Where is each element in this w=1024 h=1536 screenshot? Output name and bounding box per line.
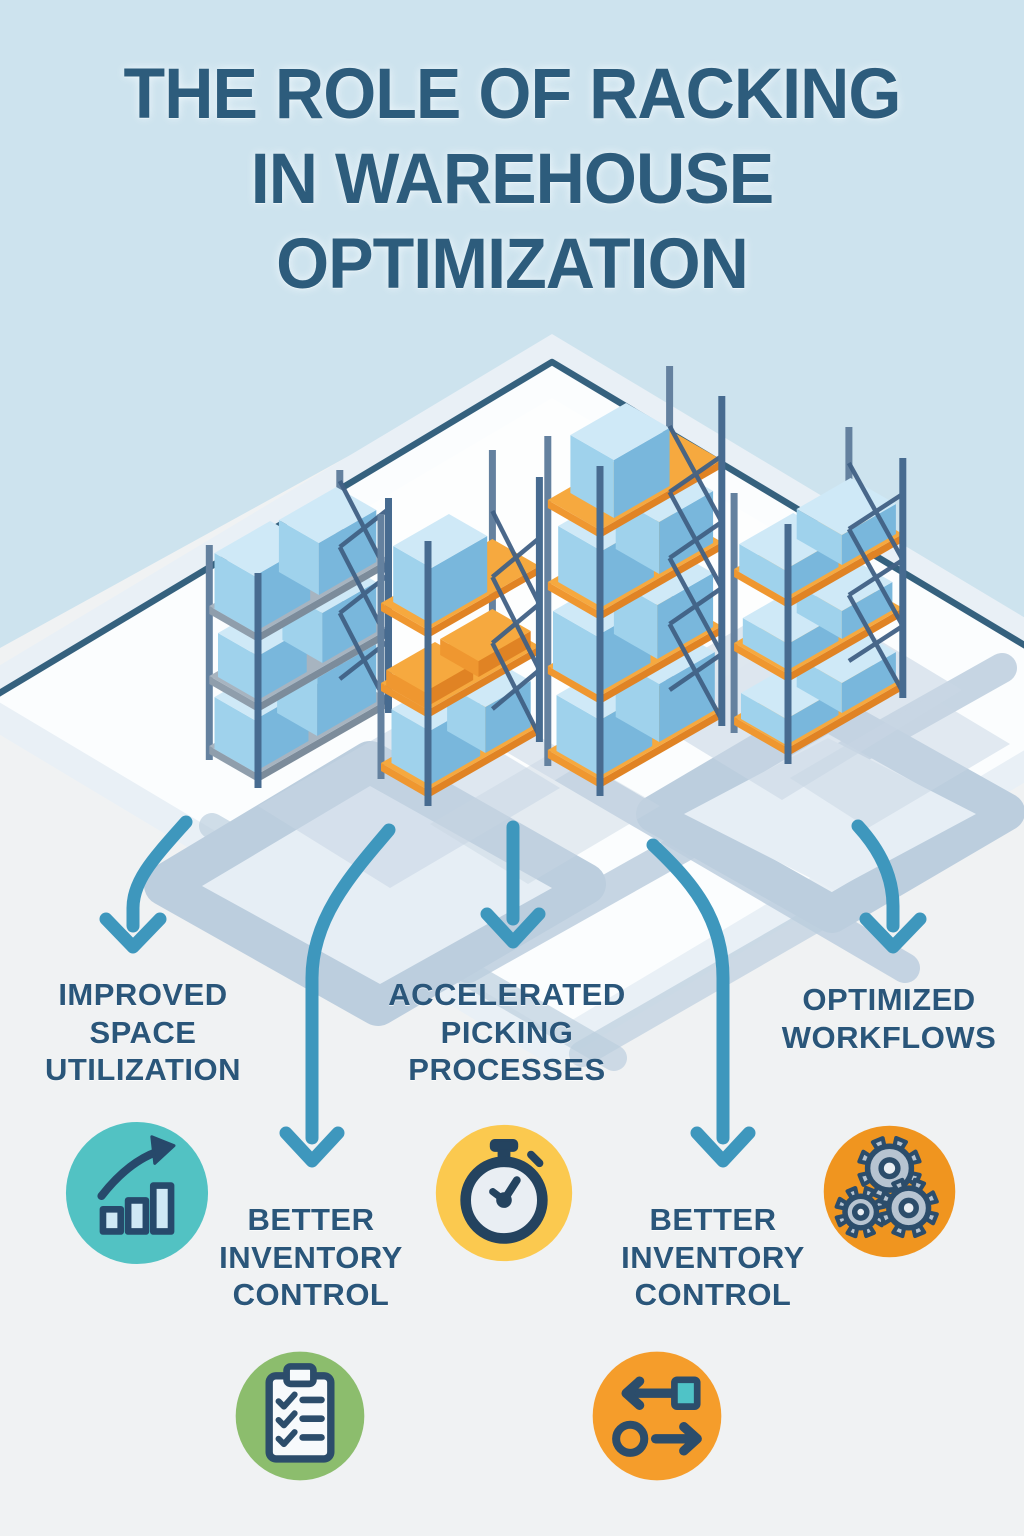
sky-background: [0, 0, 1024, 655]
floor-outline: [0, 358, 1024, 697]
arrow-optimized-workflows: [851, 819, 927, 954]
title-line-2: IN WAREHOUSE: [250, 140, 774, 220]
process-flow-icon: [592, 1351, 722, 1481]
arrow-improved-space: [99, 815, 193, 954]
stopwatch-icon: [435, 1124, 573, 1262]
connector-arrows: [99, 815, 927, 1168]
arrow-accelerated-picking: [480, 820, 546, 949]
label-optimized-workflows: OPTIMIZED WORKFLOWS: [781, 982, 997, 1055]
title-line-3: OPTIMIZATION: [276, 225, 749, 305]
racking-units: [205, 366, 907, 806]
growth-chart-icon: [65, 1121, 209, 1265]
label-better-inventory-control-2: BETTER INVENTORY CONTROL: [621, 1202, 805, 1312]
page-title: THE ROLE OF RACKING IN WAREHOUSE OPTIMIZ…: [20, 52, 1003, 308]
label-improved-space-utilization: IMPROVED SPACE UTILIZATION: [44, 977, 242, 1087]
gears-icon: [823, 1125, 956, 1258]
title-line-1: THE ROLE OF RACKING: [123, 55, 902, 134]
label-accelerated-picking-processes: ACCELERATED PICKING PROCESSES: [388, 977, 626, 1087]
label-better-inventory-control-1: BETTER INVENTORY CONTROL: [219, 1202, 403, 1312]
checklist-clipboard-icon: [235, 1351, 365, 1481]
arrow-better-inventory-1: [279, 823, 396, 1168]
arrow-better-inventory-2: [646, 838, 756, 1168]
